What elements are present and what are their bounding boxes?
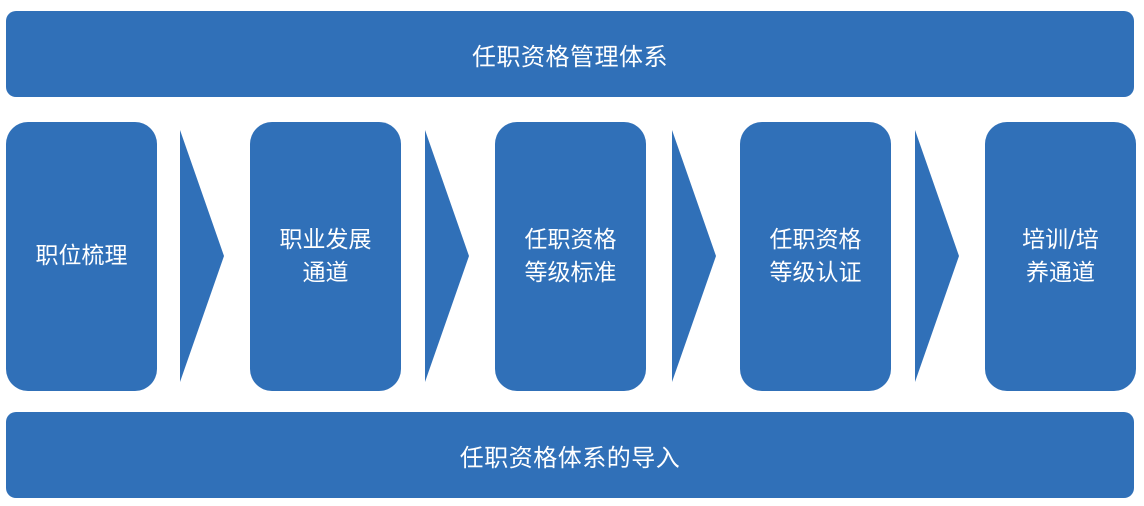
chevron-right-icon xyxy=(672,130,716,382)
step-box-5: 培训/培 养通道 xyxy=(985,122,1136,391)
bottom-banner: 任职资格体系的导入 xyxy=(6,412,1134,498)
top-banner-label: 任职资格管理体系 xyxy=(472,42,668,71)
step-box-3: 任职资格 等级标准 xyxy=(495,122,646,391)
bottom-banner-label: 任职资格体系的导入 xyxy=(459,443,681,472)
chevron-right-icon xyxy=(180,130,224,382)
step-label-2: 职业发展 通道 xyxy=(279,226,372,286)
chevron-right-icon xyxy=(915,130,959,382)
step-box-4: 任职资格 等级认证 xyxy=(740,122,891,391)
top-banner: 任职资格管理体系 xyxy=(6,11,1134,97)
chevron-right-icon xyxy=(425,130,469,382)
step-label-4: 任职资格 等级认证 xyxy=(769,226,862,286)
step-box-1: 职位梳理 xyxy=(6,122,157,391)
step-label-1: 职位梳理 xyxy=(35,243,128,269)
step-label-5: 培训/培 养通道 xyxy=(1022,226,1099,286)
step-label-3: 任职资格 等级标准 xyxy=(524,226,617,286)
step-box-2: 职业发展 通道 xyxy=(250,122,401,391)
